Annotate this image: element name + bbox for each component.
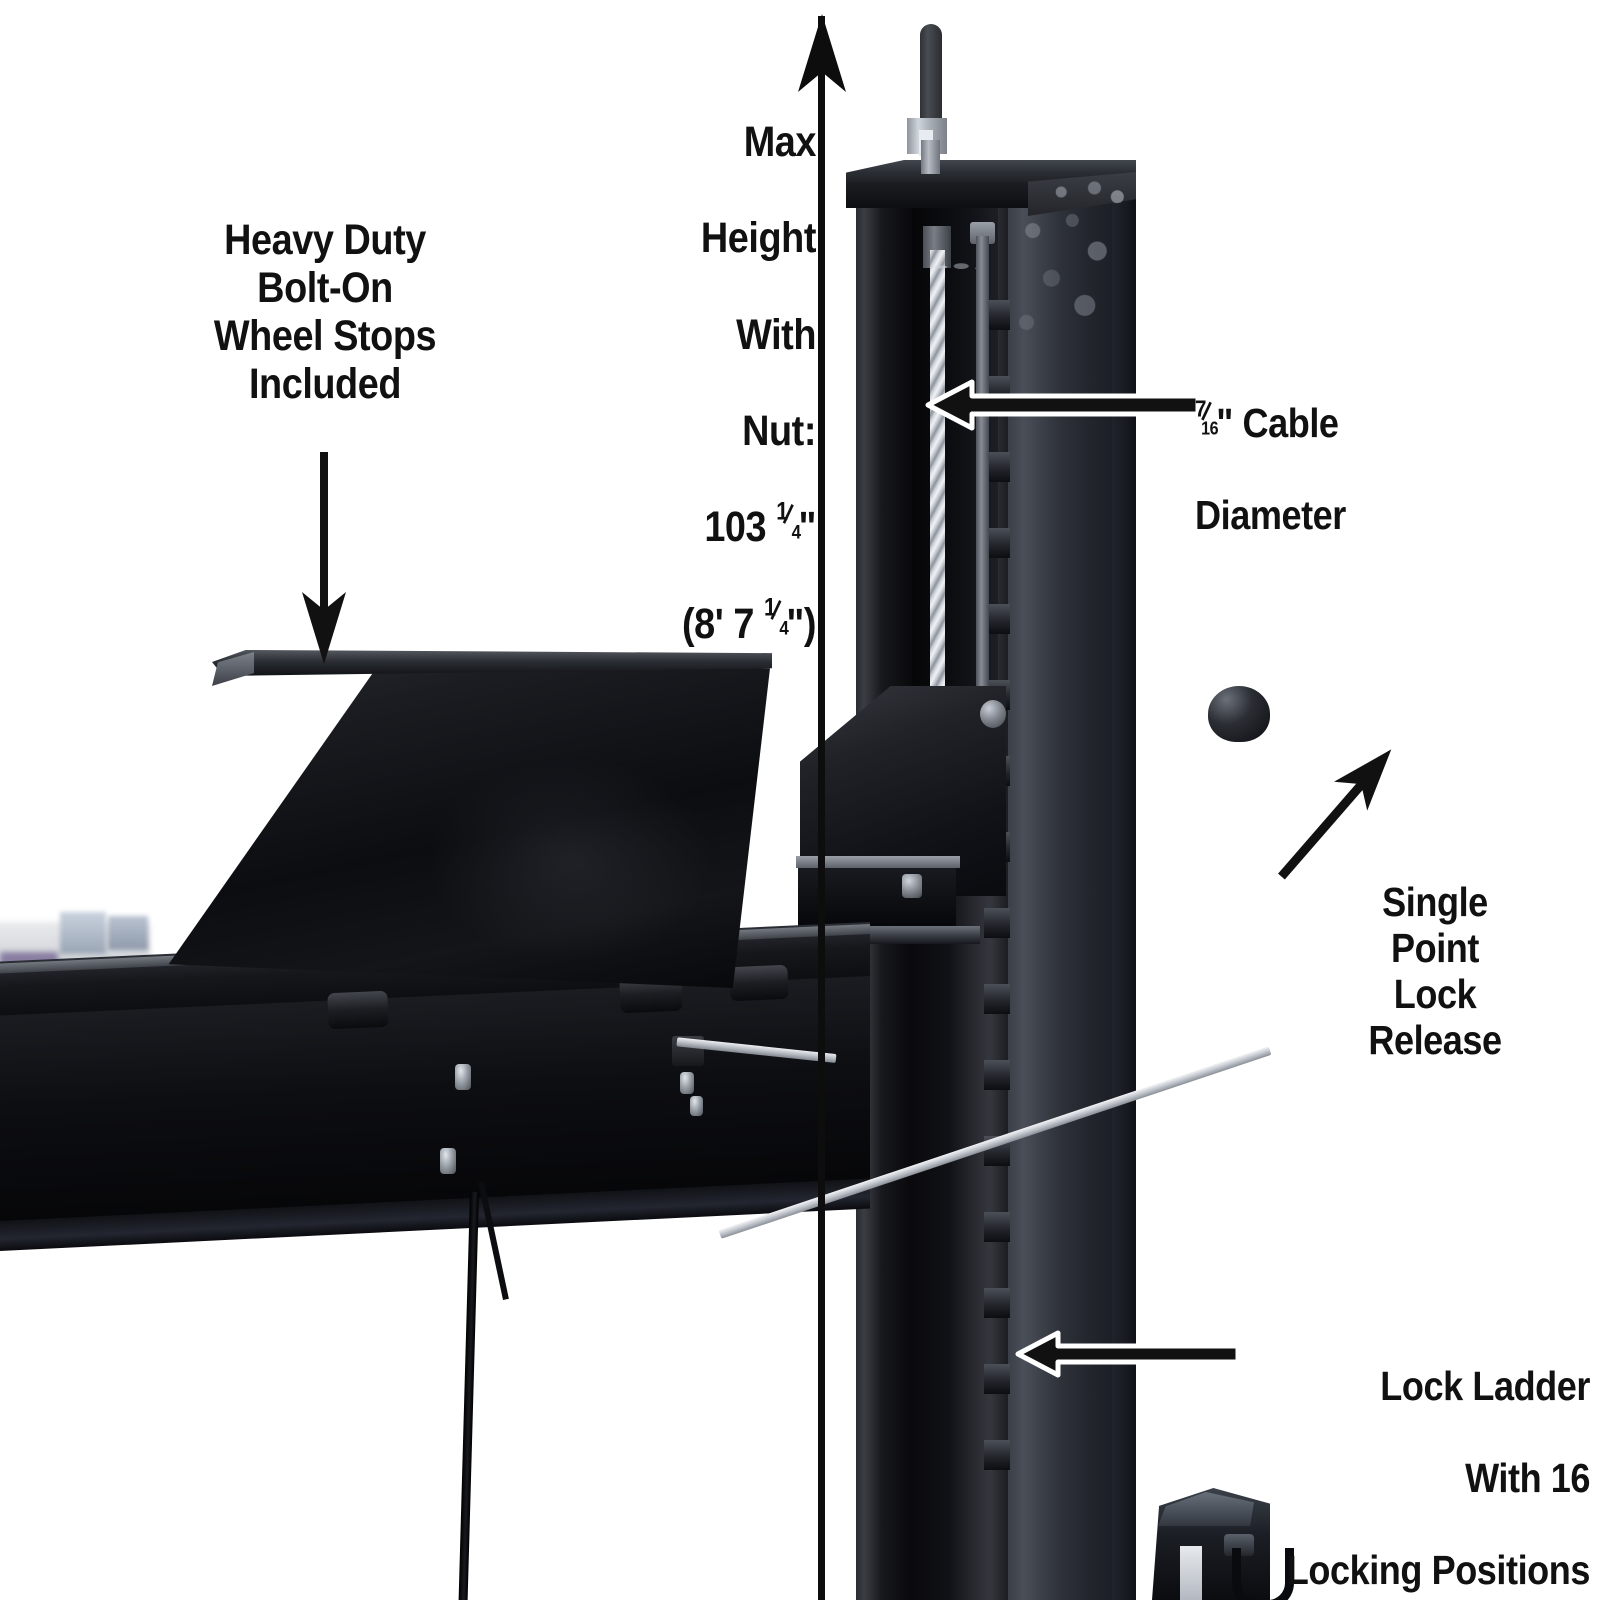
runway-bolt <box>455 1064 471 1090</box>
hanging-cable <box>458 1191 479 1600</box>
inch-mark: " <box>798 503 816 552</box>
lock-ladder-slot <box>984 1060 1010 1090</box>
column-crinkle-paint-texture <box>1012 200 1116 370</box>
lock-ladder-line-3: Locking Positions <box>1286 1546 1591 1593</box>
callout-lock-release: Single Point Lock Release <box>1368 879 1502 1063</box>
lock-ladder-slot <box>984 908 1010 938</box>
lift-cable <box>930 250 945 706</box>
max-height-measure-line <box>818 16 825 1600</box>
lock-ladder-slot <box>984 1364 1010 1394</box>
cable-diameter-line-2: Diameter <box>1195 491 1346 538</box>
runway-bolt <box>440 1148 456 1174</box>
lift-column-right-edge <box>1112 196 1136 1600</box>
base-plate <box>1180 1546 1202 1600</box>
wheel-stop-shading <box>430 760 710 960</box>
rubber-rod-cap <box>920 24 942 140</box>
lock-ladder-line-2: With 16 <box>1465 1454 1590 1501</box>
wheel-stop-hinge <box>327 990 389 1030</box>
max-height-line-3: With <box>736 310 816 359</box>
lock-release-knob <box>1208 686 1270 742</box>
lift-column-side-face <box>1008 196 1120 1600</box>
feet-open: (8' <box>681 599 724 648</box>
lock-ladder-line-1: Lock Ladder <box>1380 1362 1590 1409</box>
feet-close: ") <box>786 599 816 648</box>
column-interior-highlights <box>930 256 990 278</box>
cable-diameter-text: " Cable <box>1216 399 1339 446</box>
runway-bolt <box>680 1072 694 1094</box>
inner-guide-rod <box>976 236 989 706</box>
down-arrow-icon <box>302 452 346 664</box>
lock-ladder-slot <box>984 984 1010 1014</box>
hydraulic-hose <box>1232 1548 1294 1600</box>
housing-bolt-upper <box>980 700 1006 728</box>
lock-release-housing-lip <box>796 856 960 868</box>
lock-ladder-slot <box>984 1212 1010 1242</box>
max-height-line-2: Height <box>700 214 817 263</box>
housing-bolt-lower <box>902 874 922 898</box>
max-height-inches-number: 103 <box>704 503 767 552</box>
threaded-rod-shaft <box>921 140 940 174</box>
background-object-blur-2 <box>108 916 148 950</box>
wheel-stop-hinge <box>729 964 789 1002</box>
max-height-line-1: Max <box>743 118 817 167</box>
column-cap-front-lip <box>846 182 1028 208</box>
lock-ladder-slot <box>984 1288 1010 1318</box>
runway-bolt <box>690 1096 703 1116</box>
callout-wheel-stops: Heavy Duty Bolt-On Wheel Stops Included <box>213 216 437 409</box>
background-object-blur <box>60 912 106 954</box>
callout-lock-ladder: Lock Ladder With 16 Locking Positions <box>1229 1318 1591 1600</box>
max-height-line-4: Nut: <box>742 407 816 456</box>
feet-inches-number: 7 <box>733 599 754 648</box>
lock-ladder-slot <box>984 1440 1010 1470</box>
